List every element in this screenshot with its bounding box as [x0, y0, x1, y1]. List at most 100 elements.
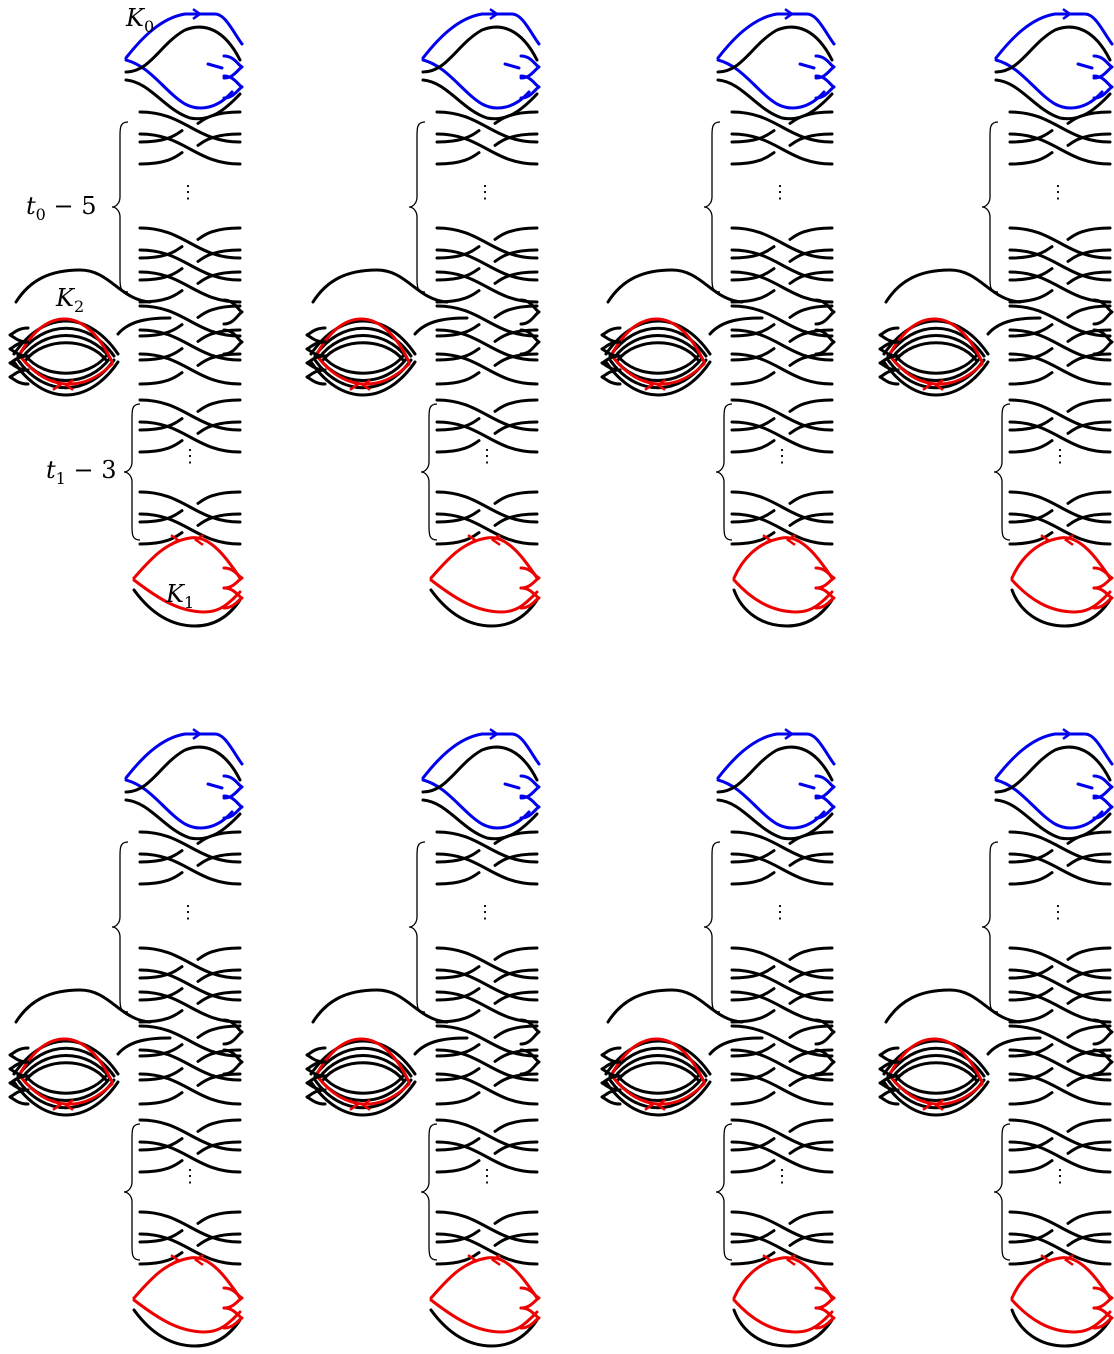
- braid-strand: [730, 849, 776, 864]
- brace-lower: [993, 1123, 1011, 1261]
- k0-strand: [124, 732, 244, 780]
- brace-upper: [981, 841, 999, 1013]
- braid-strand: [493, 1048, 539, 1063]
- ellipsis-vertical: ⋮: [771, 182, 789, 203]
- k0-companion-strand: [124, 745, 242, 794]
- braid-strand: [788, 328, 834, 343]
- braid-strand: [730, 1067, 776, 1082]
- brace-upper: [703, 841, 721, 1013]
- braid-strand: [435, 323, 481, 338]
- braid-strand: [1008, 304, 1112, 338]
- joining-arc: [708, 1036, 764, 1056]
- braid-strand: [196, 1140, 242, 1155]
- panel-2: ⋮⋮: [305, 8, 541, 628]
- k2-parallel-strand: [886, 1046, 986, 1078]
- braid-strand: [1066, 110, 1112, 125]
- braid-strand: [730, 323, 776, 338]
- cusp-left: [600, 1046, 622, 1064]
- k0-strand: [206, 62, 224, 70]
- braid-strand: [1008, 1140, 1112, 1174]
- braid-strand: [730, 946, 834, 980]
- k0-strand: [503, 782, 521, 790]
- cusp-left: [8, 1074, 30, 1092]
- braid-strand: [435, 417, 481, 432]
- orientation-arrow: [489, 728, 500, 740]
- braid-strand: [435, 849, 481, 864]
- cusp-left: [600, 354, 622, 372]
- k1-strand: [1010, 1256, 1112, 1300]
- joining-arc: [606, 268, 744, 304]
- braid-strand: [788, 352, 834, 367]
- braid-strand: [1008, 1118, 1112, 1152]
- braid-strand: [196, 110, 242, 125]
- orientation-arrow: [192, 728, 203, 740]
- cusp-right: [814, 1018, 836, 1046]
- braid-strand: [730, 439, 776, 454]
- braid-strand: [730, 1251, 776, 1266]
- braid-strand: [1008, 1024, 1112, 1058]
- braid-strand: [1008, 245, 1054, 260]
- braid-strand: [196, 248, 242, 263]
- braid-strand: [138, 1159, 184, 1174]
- orientation-arrow: [192, 8, 203, 20]
- cusp-left: [878, 326, 900, 344]
- braid-strand: [1066, 1048, 1112, 1063]
- k0-companion-strand: [124, 78, 242, 121]
- cusp-right: [1092, 1306, 1114, 1330]
- braid-strand: [138, 267, 184, 282]
- braid-strand: [138, 987, 184, 1002]
- svg-text:K2: K2: [55, 284, 84, 316]
- braid-strand: [1008, 398, 1112, 432]
- braid-strand: [788, 1072, 834, 1087]
- braid-strand: [1008, 1067, 1054, 1082]
- braid-strand: [196, 352, 242, 367]
- braid-strand: [1066, 1232, 1112, 1247]
- braid-strand: [435, 439, 481, 454]
- k2-parallel-strand: [20, 334, 112, 360]
- k2-parallel-strand: [317, 1054, 409, 1080]
- orientation-arrow: [762, 534, 773, 546]
- brace-lower: [993, 403, 1011, 541]
- braid-strand: [435, 110, 539, 144]
- braid-strand: [435, 304, 539, 338]
- orientation-arrow: [52, 379, 63, 391]
- svg-text:t1 − 3: t1 − 3: [46, 456, 116, 488]
- braid-strand: [1066, 328, 1112, 343]
- braid-strand: [788, 420, 834, 435]
- braid-strand: [1008, 871, 1054, 886]
- svg-text:K1: K1: [165, 580, 194, 612]
- braid-strand: [730, 1229, 776, 1244]
- braid-strand: [1066, 352, 1112, 367]
- braid-strand: [435, 226, 539, 260]
- orientation-arrow: [784, 728, 795, 740]
- braid-strand: [1008, 946, 1112, 980]
- braid-strand: [196, 490, 242, 505]
- braid-strand: [138, 129, 184, 144]
- braid-strand: [196, 990, 242, 1005]
- k2-component: [8, 317, 120, 397]
- braid-strand: [730, 420, 834, 454]
- cusp-left: [305, 1088, 327, 1106]
- cusp-right: [222, 1286, 244, 1310]
- braid-strand: [138, 226, 242, 260]
- braid-strand: [730, 398, 834, 432]
- cusp-right: [519, 328, 541, 356]
- braid-strand: [138, 248, 242, 282]
- panel-6: ⋮⋮: [305, 728, 541, 1348]
- cusp-right: [1092, 1048, 1114, 1076]
- braid-strand: [730, 1043, 776, 1058]
- joining-arc: [884, 268, 1022, 304]
- braid-strand: [435, 248, 539, 282]
- braid-strand: [435, 347, 481, 362]
- braid-strand: [1008, 352, 1112, 386]
- braid-strand: [1008, 439, 1054, 454]
- braid-strand: [435, 1251, 481, 1266]
- braid-strand: [435, 1048, 539, 1082]
- braid-strand: [788, 1118, 834, 1133]
- cusp-right: [519, 298, 541, 326]
- k1-strand: [732, 1256, 834, 1300]
- k2-parallel-strand: [890, 334, 982, 360]
- ellipsis-vertical: ⋮: [1049, 902, 1067, 923]
- braid-strand: [788, 132, 834, 147]
- k1-strand: [1010, 536, 1112, 580]
